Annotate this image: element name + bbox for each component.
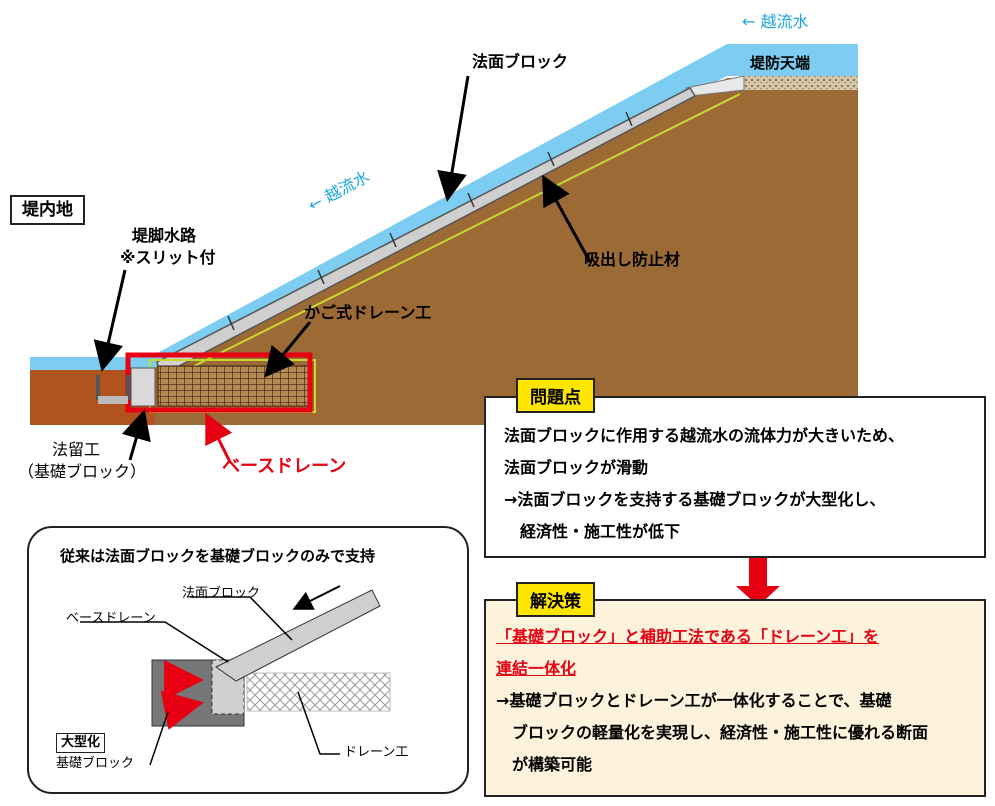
slope-block-joints (227, 111, 633, 331)
foundation-block (130, 367, 156, 407)
solution-text: 「基礎ブロック」と補助工法である「ドレーン工」を 連結一体化 →基礎ブロックとド… (496, 621, 928, 781)
basket-drain (157, 365, 309, 407)
inset-push-arrow-2 (160, 690, 204, 730)
label-anti-suction: 吸出し防止材 (584, 250, 681, 269)
inset-label-base-drain: ベースドレーン (66, 611, 156, 626)
inset-leader-basedrain (80, 621, 229, 663)
inset-title: 従来は法面ブロックを基礎ブロックのみで支持 (60, 547, 376, 565)
problem-text: 法面ブロックに作用する越流水の流体力が大きいため、 法面ブロックが滑動 →法面ブ… (504, 420, 904, 548)
label-toe-block-1: 法留工 (52, 440, 101, 459)
arrow-base-drain (205, 412, 233, 463)
label-slope-block: 法面ブロック (472, 52, 569, 71)
inset-leader-foundation (149, 711, 169, 766)
inset-label-foundation-block: 基礎ブロック (56, 756, 135, 771)
inset-label-slope-block: 法面ブロック (182, 586, 261, 601)
levee-soil (150, 78, 858, 425)
inset-label-drain: ドレーン工 (344, 745, 409, 760)
inset-slope-block (215, 589, 381, 682)
solution-tag: 解決策 (516, 582, 595, 617)
label-teinaichi: 堤内地 (10, 195, 85, 226)
inset-drain (246, 672, 391, 712)
label-toe-channel-2: ※スリット付 (120, 248, 216, 267)
problem-line: →法面ブロックを支持する基礎ブロックが大型化し、 (504, 490, 886, 509)
label-basket-drain: かご式ドレーン工 (304, 303, 432, 322)
overflow-water (30, 44, 858, 372)
problem-line: 法面ブロックが滑動 (504, 458, 649, 477)
problem-line: 経済性・施工性が低下 (504, 522, 681, 541)
problem-tag: 問題点 (516, 378, 595, 413)
crest-pavement (744, 76, 858, 90)
inset-label-enlarge: 大型化 (56, 733, 106, 753)
label-crest: 堤防天端 (750, 54, 811, 72)
red-down-arrow (736, 556, 780, 606)
solution-box: 「基礎ブロック」と補助工法である「ドレーン工」を 連結一体化 →基礎ブロックとド… (484, 599, 986, 797)
arrow-anti-suction (542, 174, 592, 263)
arrow-toe-channel (93, 269, 127, 372)
inset-leader-slope (190, 596, 293, 641)
solution-line: ブロックの軽量化を実現し、経済性・施工性に優れる断面 (496, 723, 929, 742)
anti-suction-line (159, 93, 741, 384)
arrow-foundation-block (121, 409, 151, 461)
arrow-basket-drain (264, 321, 312, 378)
solution-highlight-line: 「基礎ブロック」と補助工法である「ドレーン工」を (496, 627, 880, 646)
solution-line: →基礎ブロックとドレーン工が一体化することで、基礎 (496, 691, 892, 710)
label-base-drain: ベースドレーン (222, 456, 347, 477)
arrow-slope-block (437, 75, 470, 202)
label-toe-block-2: （基礎ブロック） (18, 462, 147, 481)
solution-highlight-line: 連結一体化 (496, 659, 577, 678)
problem-line: 法面ブロックに作用する越流水の流体力が大きいため、 (504, 426, 905, 445)
problem-box: 法面ブロックに作用する越流水の流体力が大きいため、 法面ブロックが滑動 →法面ブ… (484, 396, 986, 558)
inset-flow-arrow (292, 585, 341, 610)
inset-leader-drain (297, 691, 340, 755)
label-overflow-top: ← 越流水 (742, 12, 809, 31)
solution-line: が構築可能 (496, 755, 593, 774)
label-toe-channel-1: 堤脚水路 (132, 226, 197, 245)
